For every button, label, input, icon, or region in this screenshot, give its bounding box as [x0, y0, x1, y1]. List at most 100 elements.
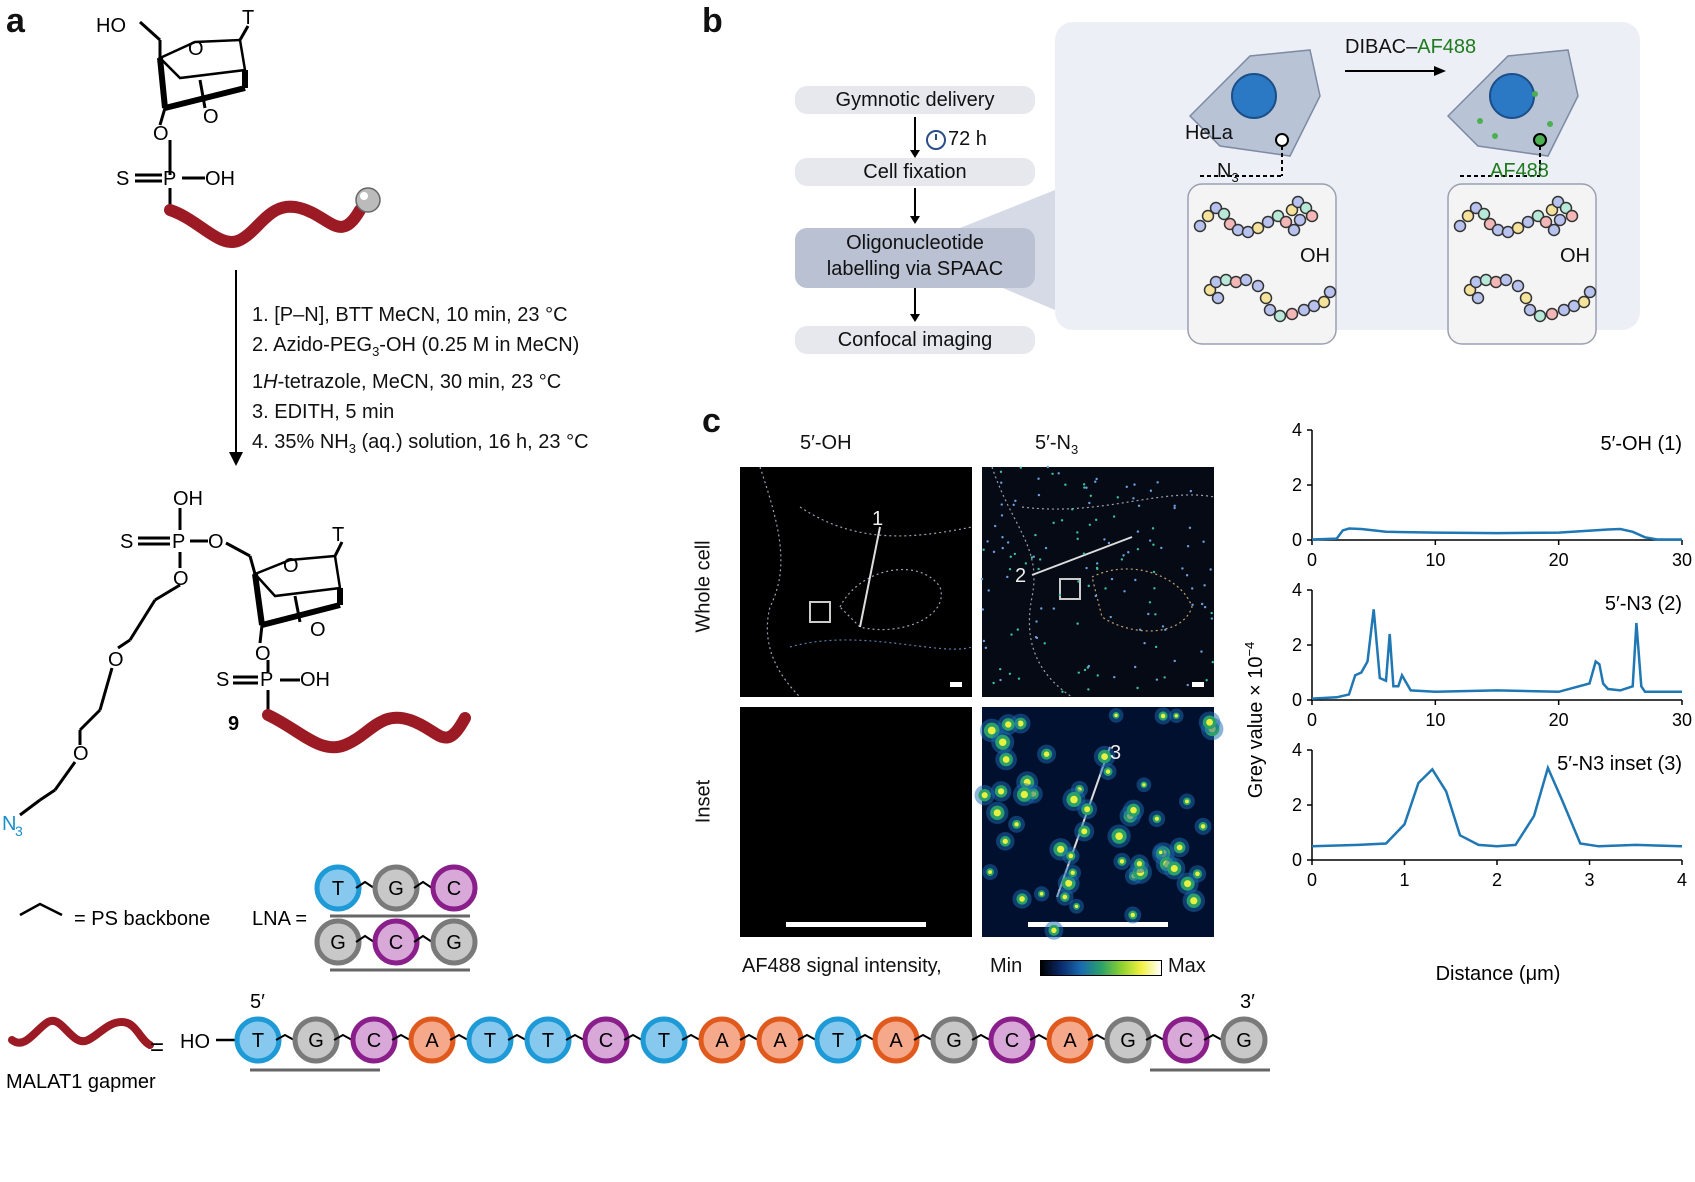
- chart-title: 5′-N3 inset (3): [1557, 753, 1682, 775]
- panel-a-svg: HO T O O O S P OH: [2, 7, 471, 1093]
- x-tick-label: 1: [1399, 870, 1409, 890]
- panel-letter-b: b: [702, 2, 723, 40]
- compound-number: 9: [228, 713, 239, 735]
- mol2-o-peg1: O: [108, 649, 124, 671]
- y-tick-label: 4: [1292, 420, 1302, 440]
- step-imaging: Confocal imaging: [795, 326, 1035, 354]
- gapmer-base-1: [292, 1016, 340, 1064]
- x-tick-label: 30: [1672, 710, 1692, 730]
- reaction-arrowhead: [229, 452, 243, 466]
- y-tick-label: 0: [1292, 850, 1302, 870]
- mol2-s2: S: [216, 669, 229, 691]
- cond-4: 4. 35% NH3 (aq.) solution, 16 h, 23 °C: [252, 431, 589, 456]
- nucleus-right: [1489, 73, 1535, 119]
- gapmer-base-6: [582, 1016, 630, 1064]
- cond-1: 1. [P–N], BTT MeCN, 10 min, 23 °C: [252, 304, 568, 326]
- colorbar-min: Min: [990, 955, 1023, 977]
- gapmer-base-label: T: [542, 1030, 554, 1052]
- af488-label: AF488: [1490, 160, 1549, 182]
- gapmer-base-label: G: [1120, 1030, 1136, 1052]
- x-tick-label: 2: [1492, 870, 1502, 890]
- gapmer-base-label: C: [367, 1030, 381, 1052]
- gapmer-base-label: T: [252, 1030, 264, 1052]
- gapmer-base-label: A: [773, 1030, 787, 1052]
- x-tick-label: 20: [1549, 550, 1569, 570]
- col-header-n3: 5′-N3: [1035, 432, 1079, 457]
- gapmer-base-label: T: [484, 1030, 496, 1052]
- lna-base-0-0: [314, 864, 362, 912]
- lna-base-label: G: [330, 932, 346, 954]
- panel-letter-c: c: [702, 402, 721, 440]
- y-tick-label: 4: [1292, 740, 1302, 760]
- reaction-conditions: 1. [P–N], BTT MeCN, 10 min, 23 °C 2. Azi…: [252, 300, 589, 464]
- gapmer-base-label: A: [715, 1030, 729, 1052]
- gapmer-base-label: T: [832, 1030, 844, 1052]
- mol2-o-peg2: O: [73, 743, 89, 765]
- lna-base-0-2: [430, 864, 478, 912]
- gapmer-ribbon-icon: [8, 1016, 154, 1049]
- line-label-2: 2: [1015, 565, 1027, 587]
- chart-title: 5′-N3 (2): [1605, 593, 1682, 615]
- gapmer-three-prime: 3′: [1240, 991, 1255, 1013]
- lna-nucleoside-top: [135, 20, 250, 215]
- lna-base-label: G: [388, 878, 404, 900]
- cond-2: 2. Azido-PEG3-OH (0.25 M in MeCN): [252, 334, 580, 359]
- mol1-oh: OH: [205, 168, 235, 190]
- gapmer-base-2: [350, 1016, 398, 1064]
- x-tick-label: 3: [1584, 870, 1594, 890]
- hela-label: HeLa: [1185, 122, 1233, 144]
- gapmer-base-label: G: [1236, 1030, 1252, 1052]
- y-tick-label: 2: [1292, 795, 1302, 815]
- x-tick-label: 0: [1307, 870, 1317, 890]
- row-header-inset: Inset: [692, 779, 715, 824]
- dna-ribbon-product: [262, 709, 471, 754]
- colorbar-max: Max: [1168, 955, 1206, 977]
- image-oh-whole: [740, 466, 973, 698]
- line-label-1: 1: [872, 508, 884, 530]
- x-tick-label: 0: [1307, 710, 1317, 730]
- x-tick-label: 10: [1425, 710, 1445, 730]
- gapmer-base-10: [814, 1016, 862, 1064]
- oh-label-right: OH: [1560, 245, 1590, 267]
- lna-base-label: T: [332, 878, 344, 900]
- gapmer-base-16: [1162, 1016, 1210, 1064]
- dna-ribbon-top: [164, 200, 366, 248]
- mol2-oh: OH: [173, 488, 203, 510]
- profile-line: [1311, 764, 1683, 848]
- n3-label: N3: [1217, 160, 1239, 185]
- mol1-o-3: O: [153, 123, 169, 145]
- gapmer-base-13: [988, 1016, 1036, 1064]
- ps-legend-label: = PS backbone: [74, 908, 210, 930]
- cond-2b: 1H-tetrazole, MeCN, 30 min, 23 °C: [252, 371, 562, 393]
- y-tick-label: 0: [1292, 530, 1302, 550]
- mol2-s: S: [120, 531, 133, 553]
- y-tick-label: 2: [1292, 635, 1302, 655]
- y-tick-label: 4: [1292, 580, 1302, 600]
- gapmer-base-7: [640, 1016, 688, 1064]
- panel-letter-a: a: [6, 2, 25, 40]
- y-axis-label: Grey value × 10−4: [1242, 642, 1267, 799]
- lna-base-0-1: [372, 864, 420, 912]
- profile-line: [1311, 527, 1682, 541]
- incubation-time: 72 h: [948, 128, 987, 150]
- mol2-o-3: O: [255, 643, 271, 665]
- step-gymnotic: Gymnotic delivery: [795, 86, 1035, 114]
- x-axis-label: Distance (μm): [1436, 963, 1561, 985]
- gapmer-five-prime: 5′: [250, 991, 265, 1013]
- image-n3-whole: [980, 465, 1215, 698]
- row-header-whole: Whole cell: [692, 540, 715, 633]
- lna-base-label: C: [389, 932, 403, 954]
- line-label-3: 3: [1110, 742, 1122, 764]
- mol2-p2: P: [260, 669, 273, 691]
- gapmer-base-label: A: [425, 1030, 439, 1052]
- gapmer-base-label: G: [946, 1030, 962, 1052]
- colorbar: [1040, 960, 1162, 976]
- reagent-label: DIBAC–AF488: [1345, 36, 1477, 58]
- mol2-o-ring: O: [283, 555, 299, 577]
- gapmer-base-15: [1104, 1016, 1152, 1064]
- mol1-p: P: [163, 168, 176, 190]
- lna-base-1-1: [372, 918, 420, 966]
